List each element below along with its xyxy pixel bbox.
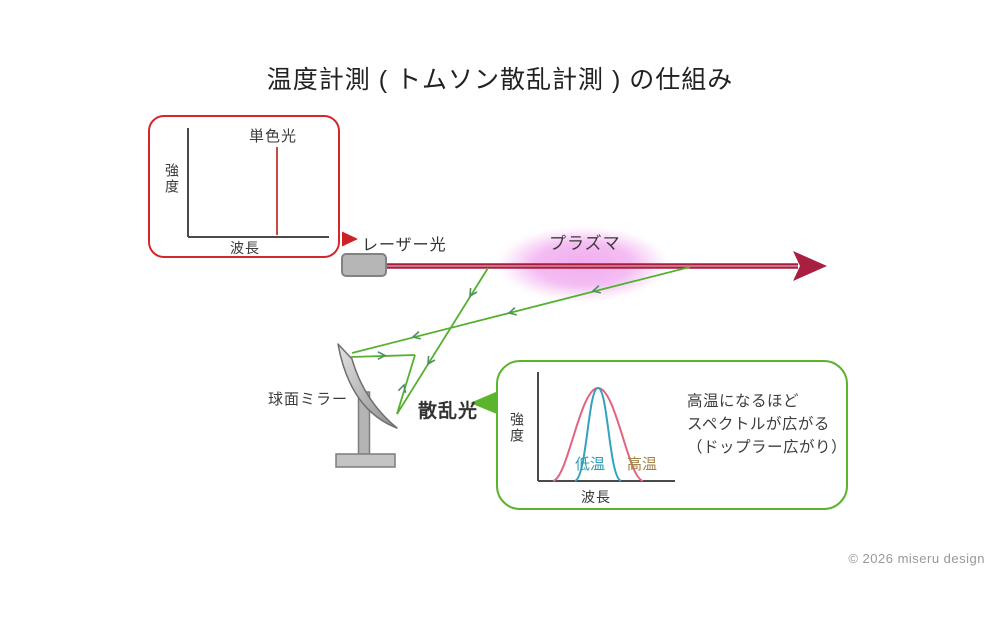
input-spectrum-box: 強度 波長 単色光 bbox=[148, 115, 340, 258]
monochrome-light-label: 単色光 bbox=[249, 128, 298, 145]
scattered-light-label: 散乱光 bbox=[418, 401, 479, 422]
chevron-icon bbox=[591, 285, 601, 294]
mirror-base bbox=[335, 453, 396, 468]
low-temp-curve bbox=[574, 386, 622, 482]
output-box-arrow-icon bbox=[470, 391, 497, 414]
output-x-axis-label: 波長 bbox=[581, 489, 611, 505]
chevron-icon bbox=[377, 351, 387, 361]
copyright-text: © 2026 miseru design bbox=[848, 551, 985, 566]
spherical-mirror bbox=[337, 343, 398, 429]
laser-beam bbox=[387, 251, 827, 281]
doppler-description: 高温になるほど スペクトルが広がる （ドップラー広がり） bbox=[687, 390, 848, 459]
high-temp-label: 高温 bbox=[627, 456, 658, 473]
chevron-icon bbox=[427, 355, 436, 366]
input-x-axis-label: 波長 bbox=[230, 240, 260, 256]
chevron-icon bbox=[411, 331, 421, 340]
doppler-description-line: （ドップラー広がり） bbox=[687, 439, 848, 456]
laser-device bbox=[341, 253, 387, 277]
doppler-description-line: 高温になるほど bbox=[687, 393, 800, 410]
scattered-ray bbox=[351, 266, 691, 354]
reflected-ray bbox=[396, 354, 416, 415]
scattered-ray bbox=[396, 267, 489, 415]
chevron-icon bbox=[469, 287, 478, 298]
input-spectrum-chart bbox=[187, 128, 329, 238]
doppler-description-line: スペクトルが広がる bbox=[687, 416, 830, 433]
output-spectrum-chart bbox=[537, 372, 675, 482]
page-title: 温度計測 ( トムソン散乱計測 ) の仕組み bbox=[266, 66, 734, 94]
chevron-icon bbox=[397, 383, 407, 394]
output-y-axis-label: 強度 bbox=[509, 412, 525, 444]
low-temp-label: 低温 bbox=[575, 456, 606, 473]
input-box-arrow-icon bbox=[342, 231, 358, 247]
plasma-label: プラズマ bbox=[549, 234, 621, 253]
beam-arrowhead bbox=[793, 251, 827, 281]
spherical-mirror-label: 球面ミラー bbox=[268, 391, 349, 408]
output-spectrum-box: 強度 波長 低温 高温 高温になるほど スペクトルが広がる （ドップラー広がり） bbox=[496, 360, 848, 510]
input-y-axis-label: 強度 bbox=[164, 163, 180, 195]
laser-light-label: レーザー光 bbox=[362, 237, 447, 254]
chevron-icon bbox=[507, 307, 517, 316]
ray-chevrons bbox=[377, 285, 601, 394]
